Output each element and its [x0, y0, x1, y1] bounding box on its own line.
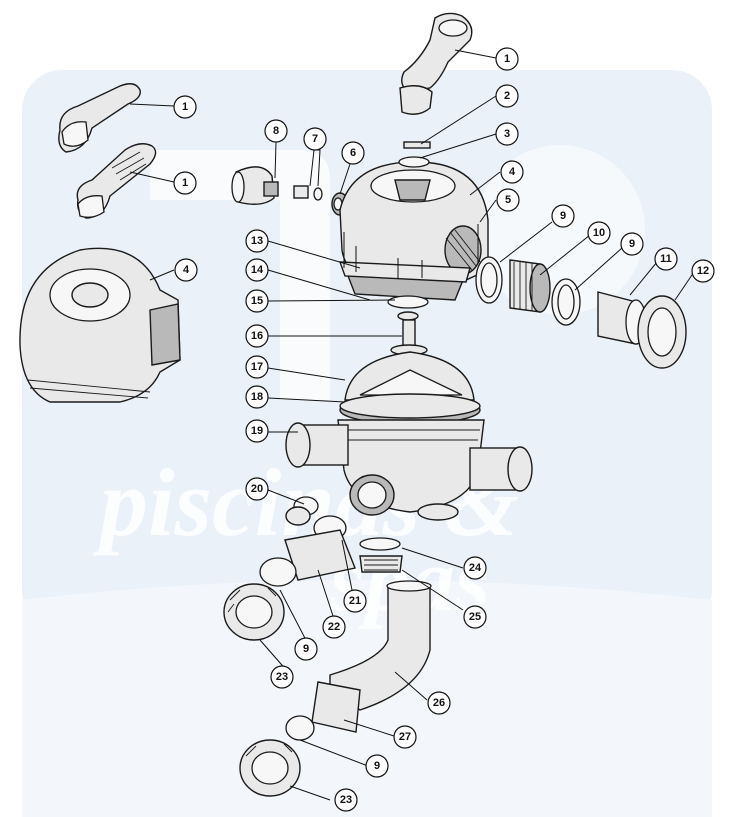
callout-9: 9 [620, 232, 644, 256]
callout-21: 21 [343, 589, 367, 613]
callout-2: 2 [495, 84, 519, 108]
callout-label: 1 [504, 53, 510, 65]
callout-label: 6 [350, 147, 356, 159]
valve-cover [339, 161, 489, 286]
callout-10: 10 [587, 221, 611, 245]
callout-label: 17 [251, 361, 263, 373]
callout-label: 10 [593, 227, 605, 239]
right-union-parts [475, 256, 687, 369]
callout-label: 5 [505, 194, 511, 206]
callout-14: 14 [245, 258, 269, 282]
callout-18: 18 [245, 385, 269, 409]
callout-16: 16 [245, 324, 269, 348]
callout-26: 26 [427, 691, 451, 715]
callout-label: 16 [251, 330, 263, 342]
callout-label: 9 [560, 210, 566, 222]
o-ring-3 [398, 156, 430, 168]
cover-screws [343, 224, 479, 278]
callout-label: 23 [276, 671, 288, 683]
callout-label: 11 [660, 253, 672, 265]
callout-24: 24 [463, 556, 487, 580]
callout-9: 9 [365, 754, 389, 778]
callout-22: 22 [322, 615, 346, 639]
callout-label: 24 [469, 562, 482, 574]
callout-label: 18 [251, 391, 263, 403]
bottom-port-parts [359, 537, 403, 573]
callout-label: 13 [251, 235, 263, 247]
rotor-disc [339, 351, 481, 425]
bottom-union [239, 681, 361, 797]
callout-17: 17 [245, 355, 269, 379]
callouts: 1 1 1 2 3 4 4 5 6 7 8 9 9 9 9 10 11 12 1… [173, 47, 715, 812]
callout-23: 23 [270, 665, 294, 689]
callout-23: 23 [334, 788, 358, 812]
callout-label: 12 [697, 265, 709, 277]
callout-12: 12 [691, 259, 715, 283]
shaft-16 [390, 319, 428, 356]
valve-body [285, 419, 533, 521]
callout-label: 2 [504, 90, 510, 102]
cover-gasket [338, 261, 471, 321]
pipe-26 [329, 580, 432, 711]
callout-13: 13 [245, 229, 269, 253]
callout-label: 1 [182, 101, 188, 113]
callout-11: 11 [654, 247, 678, 271]
callout-label: 21 [349, 595, 361, 607]
callout-label: 27 [399, 731, 411, 743]
callout-20: 20 [245, 477, 269, 501]
callout-6: 6 [341, 141, 365, 165]
callout-9: 9 [294, 637, 318, 661]
callout-label: 15 [251, 295, 263, 307]
callout-label: 4 [509, 166, 516, 178]
gauge-part-8 [231, 166, 279, 205]
callout-3: 3 [495, 122, 519, 146]
callout-label: 1 [182, 177, 188, 189]
callout-1: 1 [173, 171, 197, 195]
handle-left-upper [58, 83, 141, 153]
callout-27: 27 [393, 725, 417, 749]
callout-label: 3 [504, 128, 510, 140]
callout-8: 8 [264, 119, 288, 143]
callout-label: 9 [629, 238, 635, 250]
callout-4: 4 [500, 160, 524, 184]
left-lower-union [223, 496, 356, 641]
callout-label: 23 [340, 794, 352, 806]
callout-15: 15 [245, 289, 269, 313]
callout-label: 14 [251, 264, 264, 276]
leader-lines [129, 49, 695, 801]
callout-label: 25 [469, 611, 481, 623]
callout-1: 1 [495, 47, 519, 71]
callout-25: 25 [463, 605, 487, 629]
part-7 [293, 185, 323, 201]
handle-top-right [399, 12, 473, 115]
callout-9: 9 [551, 204, 575, 228]
callout-label: 26 [433, 697, 445, 709]
lid-cover-left [19, 247, 181, 403]
callout-label: 7 [312, 133, 318, 145]
callout-7: 7 [303, 127, 327, 151]
pin-2 [403, 141, 431, 149]
callout-label: 19 [251, 425, 263, 437]
callout-label: 4 [183, 264, 190, 276]
callout-1: 1 [173, 95, 197, 119]
callout-label: 8 [273, 125, 279, 137]
callout-5: 5 [496, 188, 520, 212]
callout-label: 9 [303, 643, 309, 655]
callout-19: 19 [245, 419, 269, 443]
handle-left-lower [76, 143, 157, 219]
callout-label: 20 [251, 483, 263, 495]
callout-4: 4 [174, 258, 198, 282]
callout-label: 22 [328, 621, 340, 633]
callout-label: 9 [374, 760, 380, 772]
